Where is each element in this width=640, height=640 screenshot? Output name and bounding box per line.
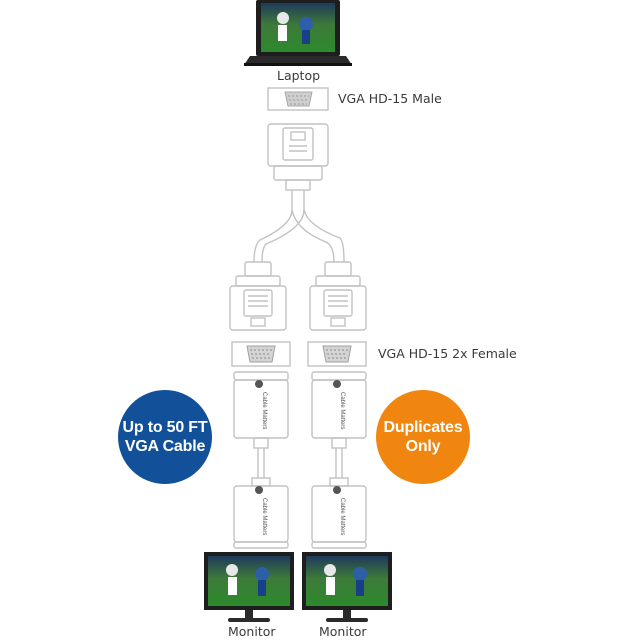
monitor-right-label: Monitor	[319, 624, 367, 639]
duplicates-badge-line2: Only	[405, 438, 441, 455]
monitor-left-icon	[204, 552, 294, 622]
length-badge: Up to 50 FT VGA Cable	[118, 390, 212, 484]
monitor-right-icon	[302, 552, 392, 622]
brand-text-1: Cable Matters	[261, 392, 267, 429]
monitor-connector-right-icon	[311, 371, 367, 549]
length-badge-line1: Up to 50 FT	[122, 419, 208, 436]
laptop-icon	[244, 0, 352, 66]
laptop-label: Laptop	[277, 68, 321, 83]
male-connector-icon	[267, 123, 329, 191]
female-port-left-icon	[231, 341, 291, 367]
brand-text-3: Cable Matters	[261, 498, 267, 535]
y-split-cable	[253, 190, 345, 263]
male-port-icon	[267, 87, 329, 111]
duplicates-badge: Duplicates Only	[376, 390, 470, 484]
cable-matters-logo-icon	[255, 380, 341, 494]
length-badge-line2: VGA Cable	[124, 438, 206, 455]
duplicates-badge-line1: Duplicates	[383, 419, 463, 436]
female-port-right-icon	[307, 341, 367, 367]
monitor-connector-left-icon	[233, 371, 289, 549]
male-connector-label: VGA HD-15 Male	[338, 91, 442, 106]
female-connector-left-icon	[229, 261, 287, 331]
monitor-left-label: Monitor	[228, 624, 276, 639]
brand-text-4: Cable Matters	[339, 498, 345, 535]
female-connector-right-icon	[309, 261, 367, 331]
brand-text-2: Cable Matters	[339, 392, 345, 429]
female-connector-label: VGA HD-15 2x Female	[378, 346, 517, 361]
